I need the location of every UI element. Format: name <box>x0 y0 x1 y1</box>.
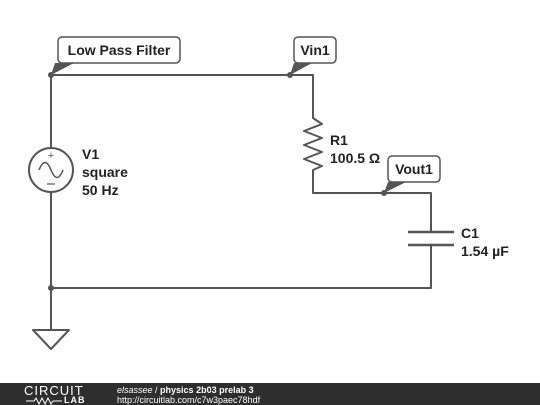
source-waveform: square <box>82 164 128 180</box>
logo-bottom-text: LAB <box>64 395 86 405</box>
capacitor-name: C1 <box>461 225 479 241</box>
wires <box>50 74 432 331</box>
source-name: V1 <box>82 146 99 162</box>
circuit-schematic: R1 100.5 Ω C1 1.54 µF + V1 square 50 Hz … <box>28 36 509 350</box>
sine-wave-icon <box>38 161 64 179</box>
wire-top <box>50 74 314 111</box>
wire-middle <box>312 174 432 233</box>
capacitor-c1: C1 1.54 µF <box>408 225 509 259</box>
circuit-title[interactable]: physics 2b03 prelab 3 <box>160 385 254 395</box>
source-frequency: 50 Hz <box>82 182 119 198</box>
voltage-source-v1: + V1 square 50 Hz <box>28 146 128 198</box>
logo-top-text: CIRCUIT <box>24 383 84 398</box>
separator: / <box>152 385 161 395</box>
capacitor-value: 1.54 µF <box>461 243 509 259</box>
wire-bottom <box>50 244 432 289</box>
net-label-vin1: Vin1 <box>290 36 337 75</box>
net-label-text: Vout1 <box>395 161 433 177</box>
circuitlab-logo: CIRCUIT LAB <box>24 383 86 405</box>
ground-icon <box>32 329 70 350</box>
circuit-url[interactable]: http://circuitlab.com/c7w3paec78hdf <box>117 395 261 405</box>
logo-resistor-icon <box>26 396 62 405</box>
net-label-vout1: Vout1 <box>384 155 441 193</box>
resistor-r1: R1 100.5 Ω <box>303 109 380 176</box>
net-label-text: Vin1 <box>300 42 330 58</box>
footer-info: elsassee / physics 2b03 prelab 3 http://… <box>117 385 260 405</box>
plus-sign-icon: + <box>48 150 54 162</box>
resistor-value: 100.5 Ω <box>330 150 380 166</box>
net-label-low-pass-filter: Low Pass Filter <box>51 36 181 75</box>
net-label-text: Low Pass Filter <box>68 42 171 58</box>
author-link[interactable]: elsassee <box>117 385 153 395</box>
resistor-name: R1 <box>330 132 348 148</box>
footer-bar: CIRCUIT LAB elsassee / physics 2b03 prel… <box>0 383 540 405</box>
